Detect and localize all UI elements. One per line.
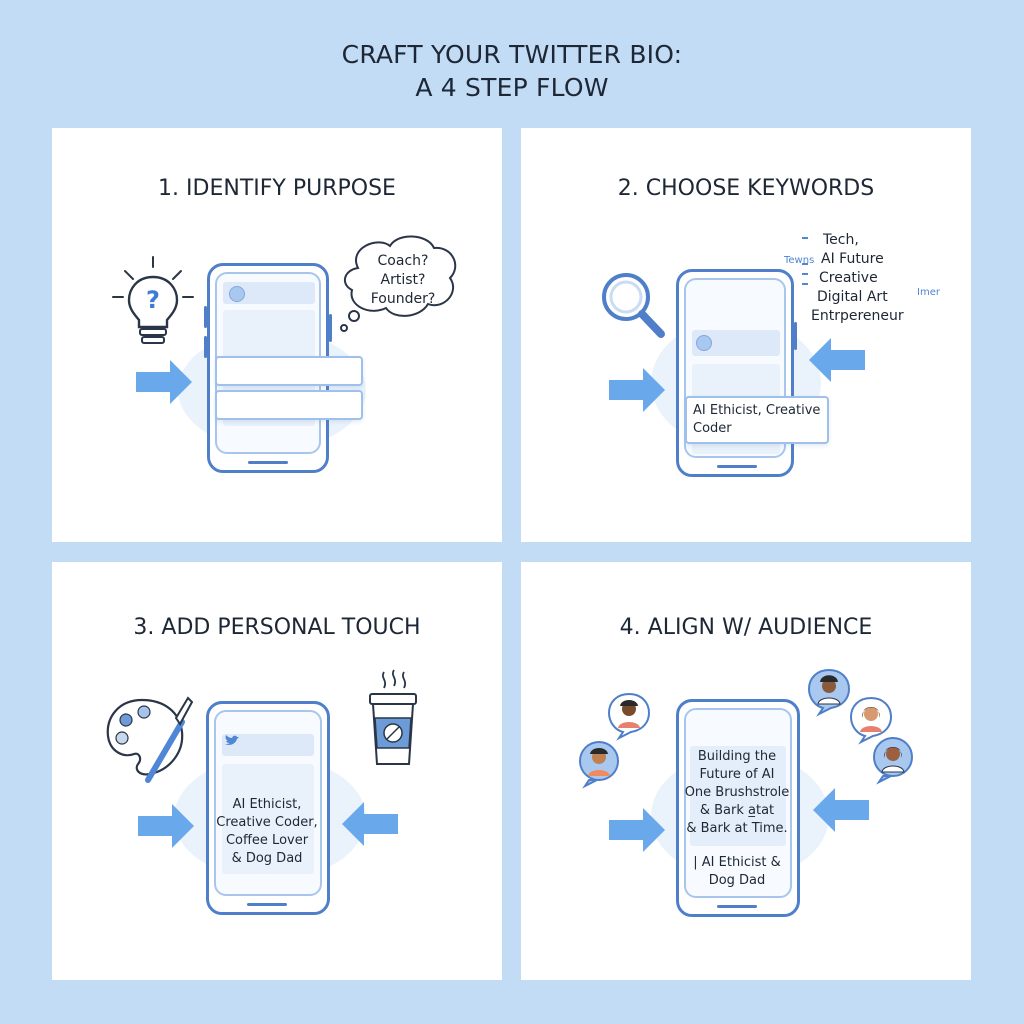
bio-line: Creative Coder, <box>216 815 318 830</box>
arrow-right-icon <box>136 360 192 404</box>
step-1-panel: 1. IDENTIFY PURPOSE ? <box>52 128 502 542</box>
arrow-right-icon <box>138 804 194 848</box>
page-title-line-1: CRAFT YOUR TWITTER BIO: <box>341 40 683 69</box>
magnifier-icon <box>602 273 665 338</box>
step-2-heading: 2. CHOOSE KEYWORDS <box>617 176 875 201</box>
step-3-panel: 3. ADD PERSONAL TOUCH AI Ethicist <box>52 562 502 980</box>
arrow-right-icon <box>609 808 665 852</box>
bio-draft-line: Coder <box>693 421 732 436</box>
thought-bubble-icon <box>340 235 457 332</box>
audience-avatar-icon <box>607 692 651 741</box>
twitter-bird-icon <box>225 735 239 745</box>
arrow-left-icon <box>813 788 869 832</box>
faded-keyword: Imer <box>917 287 940 298</box>
step-3-heading: 3. ADD PERSONAL TOUCH <box>133 615 421 640</box>
bio-line: & Dog Dad <box>231 851 303 866</box>
step-4-heading: 4. ALIGN W/ AUDIENCE <box>619 615 873 640</box>
audience-avatar-icon <box>849 696 893 745</box>
lightbulb-question-icon: ? <box>112 256 194 344</box>
keyword: Tech, <box>823 232 859 248</box>
svg-text:?: ? <box>146 286 160 314</box>
paint-palette-icon <box>106 696 194 783</box>
page-title-line-2: A 4 STEP FLOW <box>415 73 609 102</box>
step-1-heading: 1. IDENTIFY PURPOSE <box>158 176 396 201</box>
arrow-left-icon <box>809 338 865 382</box>
bio-line: & Bark at Time. <box>686 821 788 836</box>
coffee-cup-icon <box>369 669 417 765</box>
arrow-right-icon <box>609 368 665 412</box>
arrow-left-icon <box>342 802 398 846</box>
faded-keyword: Tewns <box>784 255 815 266</box>
audience-avatar-icon <box>807 668 851 717</box>
step-4-panel: 4. ALIGN W/ AUDIENCE Building the Future… <box>521 562 971 980</box>
bio-tagline: Dog Dad <box>708 873 766 888</box>
bio-line: Future of AI <box>699 767 775 782</box>
bio-tagline: | AI Ethicist & <box>693 855 781 870</box>
smartphone-icon <box>676 699 800 917</box>
keyword: Digital Art <box>817 289 888 305</box>
thought-option: Coach? <box>377 253 429 269</box>
bio-field <box>215 390 363 420</box>
thought-option: Founder? <box>370 291 436 307</box>
bio-draft-line: AI Ethicist, Creative <box>693 403 821 418</box>
bio-line: AI Ethicist, <box>232 797 302 812</box>
audience-avatar-icon <box>873 737 913 785</box>
keyword: AI Future <box>821 251 884 267</box>
bio-line: One Brushstrole <box>684 785 790 800</box>
step-2-panel: 2. CHOOSE KEYWORDS AI Ethicist, Creative… <box>521 128 971 542</box>
keyword: Creative <box>819 270 878 286</box>
smartphone-icon <box>676 269 797 477</box>
bio-line: & Bark a̲tat <box>699 803 775 818</box>
keyword-tick-marks <box>802 237 808 285</box>
keyword: Entrpereneur <box>811 308 904 324</box>
bio-line: Building the <box>697 749 777 764</box>
audience-avatar-icon <box>579 741 619 789</box>
bio-draft-card <box>685 396 829 444</box>
thought-option: Artist? <box>380 272 426 288</box>
bio-line: Coffee Lover <box>225 833 309 848</box>
bio-field <box>215 356 363 386</box>
